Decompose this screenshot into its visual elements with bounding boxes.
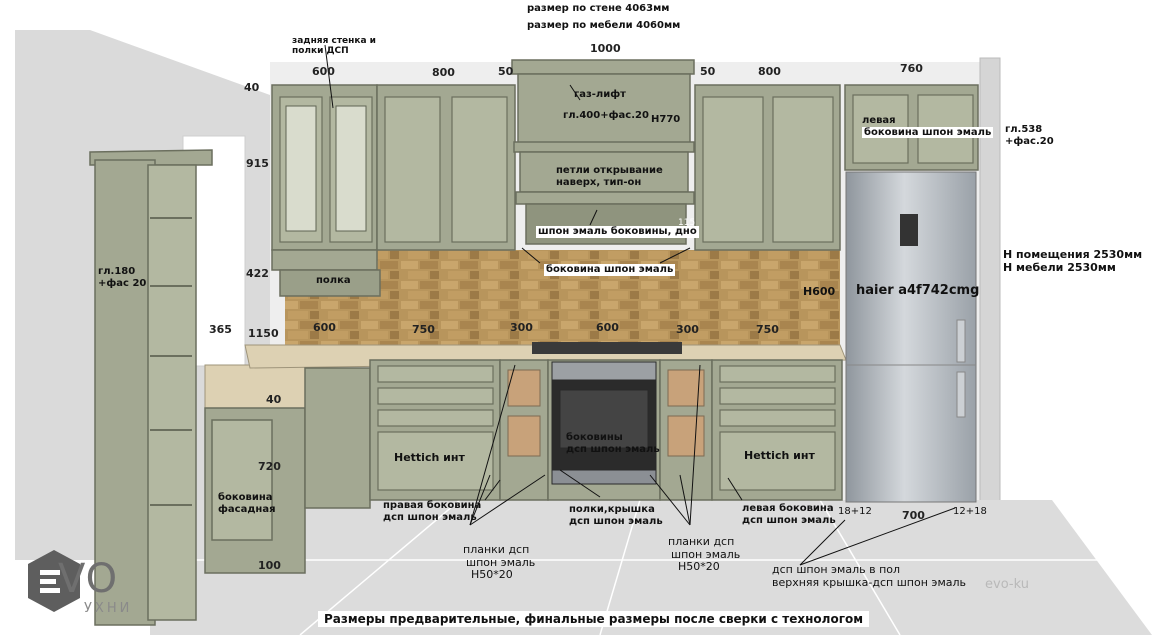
dim-18-12: 18+12	[838, 506, 872, 517]
note-hettich-left: Hettich инт	[394, 451, 465, 464]
dim-lower-720: 720	[258, 460, 281, 473]
logo-subtitle: УХНИ	[84, 601, 133, 616]
note-depth-538: гл.538+фас.20	[1005, 124, 1054, 147]
note-depth-180: гл.180+фас 20	[98, 266, 147, 289]
dim-left-40: 40	[244, 81, 260, 94]
note-depth-400: гл.400+фас.20	[563, 110, 649, 121]
bottom-note: Размеры предварительные, финальные разме…	[318, 611, 870, 627]
open-shelves-wood	[507, 369, 705, 457]
logo-text: VO	[58, 556, 119, 602]
dim-top-760: 760	[900, 62, 923, 75]
dim-lower-100: 100	[258, 559, 281, 572]
dim-top-1000: 1000	[590, 42, 621, 55]
dim-700: 700	[902, 509, 925, 522]
dim-splash-600-left: 600	[313, 321, 336, 334]
dim-top-50-right: 50	[700, 65, 716, 78]
note-shelf: полка	[316, 275, 351, 286]
dim-left-1150: 1150	[248, 327, 279, 340]
dim-12-18: 12+18	[953, 506, 987, 517]
dim-lower-40: 40	[266, 393, 282, 406]
dim-top-50-left: 50	[498, 65, 514, 78]
dim-left-422: 422	[246, 267, 269, 280]
furniture-size-label: размер по мебели 4060мм	[527, 20, 681, 31]
leader-lines	[324, 44, 956, 566]
fridge-model-label: haier a4f742cmg	[856, 283, 980, 298]
dim-left-915: 915	[246, 157, 269, 170]
tall-shelves	[150, 217, 192, 506]
tall-left-cabinet	[89, 149, 213, 626]
note-h770: Н770	[651, 114, 681, 125]
dim-splash-750-left: 750	[412, 323, 435, 336]
dim-top-800-right: 800	[758, 65, 781, 78]
dim-top-600: 600	[312, 65, 335, 78]
floor	[150, 500, 1152, 635]
drawer-fronts	[377, 365, 836, 491]
note-115: 115	[678, 218, 696, 228]
note-h600: Н600	[803, 285, 836, 298]
note-side-enamel-bottom: шпон эмаль боковины, дно	[536, 226, 699, 238]
evo-logo-icon	[28, 550, 80, 612]
hood	[511, 59, 695, 245]
oven	[551, 361, 657, 485]
dim-left-365: 365	[209, 323, 232, 336]
hob	[532, 342, 682, 354]
note-hettich-right: Hettich инт	[744, 449, 815, 462]
dim-splash-300-left: 300	[510, 321, 533, 334]
lower-left-block	[204, 367, 371, 574]
countertop-left	[204, 364, 321, 409]
fridge	[845, 171, 977, 503]
dim-top-800-left: 800	[432, 66, 455, 79]
watermark: evo-ku	[985, 577, 1029, 592]
dim-splash-750-right: 750	[756, 323, 779, 336]
note-gas-lift: газ-лифт	[574, 89, 626, 100]
wall-size-label: размер по стене 4063мм	[527, 3, 670, 14]
dim-splash-300-right: 300	[676, 323, 699, 336]
note-side-enamel: боковина шпон эмаль	[544, 264, 676, 276]
glass-panes	[285, 105, 367, 232]
dim-splash-600-center: 600	[596, 321, 619, 334]
